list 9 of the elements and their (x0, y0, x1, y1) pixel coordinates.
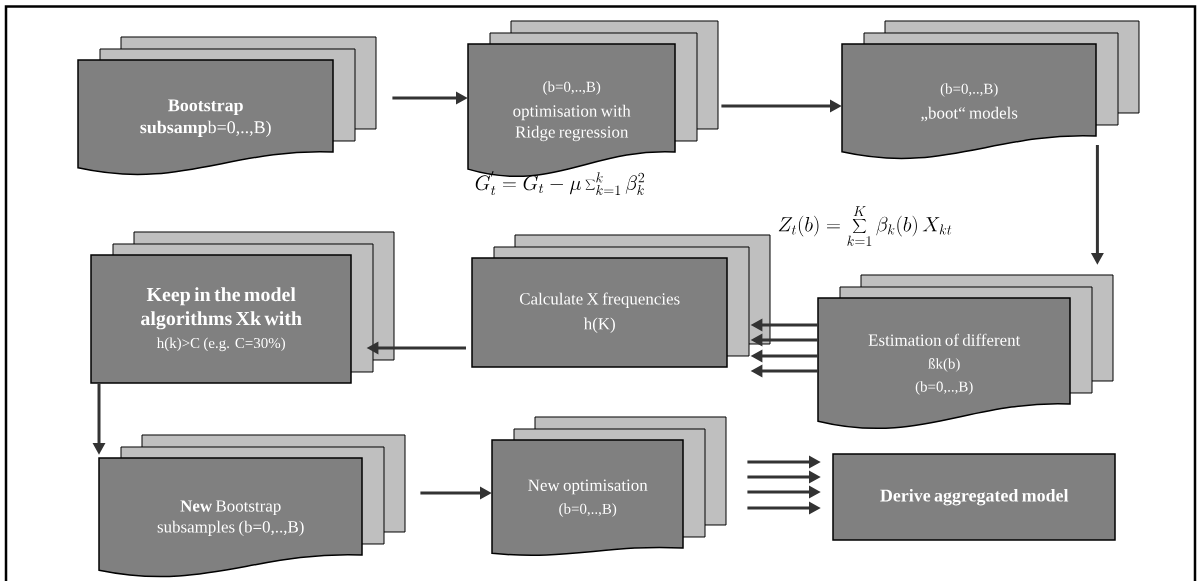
document-stack: New optimisation (b=0,..,B) (491, 416, 727, 556)
box-stack: Calculate X frequencies h(K) (471, 234, 771, 368)
document-stack: (b=0,..,B) „boot“ models (841, 20, 1140, 160)
document-stack: Estimation of different ßk(b) (b=0,..,B) (817, 274, 1114, 429)
document-stack: Bootstrap subsampb=0,..,B) (77, 36, 377, 176)
process-box: Derive aggregated model (832, 453, 1116, 541)
formula: $Z_t(b) = \sum_{k=1}^{K} \beta_k(b)\, X_{kt}$ (778, 206, 952, 246)
box-stack: Keep in the model algorithms Xk with h(k)>C (e.g. C=30%) (90, 231, 395, 384)
document-stack: New Bootstrap subsamples (b=0,..,B) (98, 434, 406, 578)
